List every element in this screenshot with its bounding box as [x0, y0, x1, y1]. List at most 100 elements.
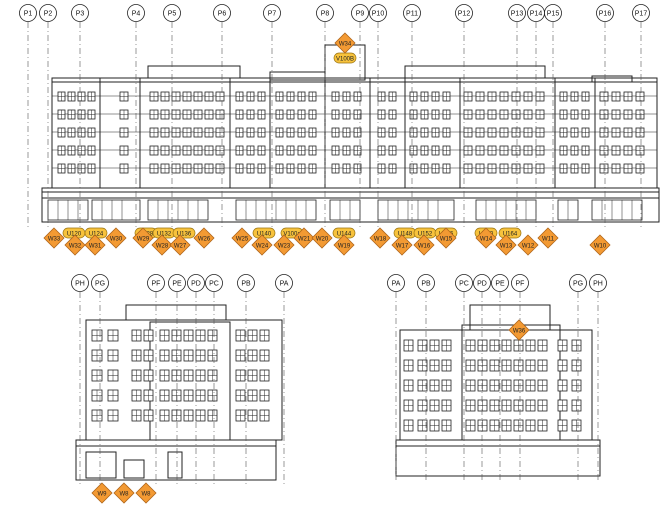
grid-bubble-right-pg: PG [569, 274, 587, 292]
grid-bubble-label: P7 [268, 11, 277, 18]
diamond-tag-label: W13 [500, 243, 513, 249]
diamond-tag: W20 [311, 227, 333, 249]
diamond-tag-label: W10 [594, 243, 607, 249]
grid-bubble-p12: P12 [455, 4, 473, 22]
diamond-tag: W16 [413, 234, 435, 256]
pill-tag-roof: V100B [333, 52, 357, 64]
grid-bubble-p17: P17 [632, 4, 650, 22]
grid-bubble-label: P3 [76, 11, 85, 18]
diamond-tag: W30 [105, 227, 127, 249]
grid-bubble-p4: P4 [127, 4, 145, 22]
grid-bubble-label: PC [459, 281, 469, 288]
grid-bubble-label: PH [75, 281, 85, 288]
grid-bubble-label: PF [516, 281, 525, 288]
pill-label: V100a [283, 231, 301, 237]
grid-bubble-label: PB [241, 281, 251, 288]
diamond-tag: W27 [169, 234, 191, 256]
grid-bubble-p3: P3 [71, 4, 89, 22]
grid-bubble-left-pd: PD [187, 274, 205, 292]
grid-bubble-p10: P10 [369, 4, 387, 22]
diamond-tag: W10 [589, 234, 611, 256]
grid-bubble-p15: P15 [544, 4, 562, 22]
grid-bubble-label: PE [495, 281, 505, 288]
grid-bubble-right-pd: PD [473, 274, 491, 292]
pill-label: U136 [177, 231, 192, 237]
grid-bubble-label: PE [172, 281, 182, 288]
diamond-tag: W13 [495, 234, 517, 256]
diamond-tag-label: W16 [418, 243, 431, 249]
diamond-tag-label: W32 [69, 243, 82, 249]
grid-bubble-p6: P6 [213, 4, 231, 22]
pill-label: U152 [418, 231, 433, 237]
diamond-tag-label: W14 [480, 236, 493, 242]
grid-bubble-p7: P7 [263, 4, 281, 22]
diamond-tag: W28 [151, 234, 173, 256]
pill-tag: U164 [498, 227, 522, 239]
pill-tags: V100BU120U124U128U132U136U140V100aU144U1… [62, 52, 522, 239]
diamond-tag-label: W17 [396, 243, 409, 249]
grid-bubble-right-pf: PF [511, 274, 529, 292]
pill-label: U120 [67, 231, 82, 237]
diamond-tag-label: W33 [48, 236, 61, 242]
diamond-tag-roof: W34 [334, 32, 356, 54]
grid-bubble-left-pg: PG [91, 274, 109, 292]
diamond-tag-label: W26 [198, 236, 211, 242]
diamond-tag-label: W12 [522, 243, 535, 249]
grid-bubble-p8: P8 [316, 4, 334, 22]
diamond-tag-label: W31 [89, 243, 102, 249]
grid-bubble-p13: P13 [508, 4, 526, 22]
diamond-tag: W15 [435, 227, 457, 249]
diamond-tag: W32 [64, 234, 86, 256]
pill-tag: U136 [172, 227, 196, 239]
pill-label: U124 [89, 231, 104, 237]
grid-bubble-label: PG [95, 281, 105, 288]
grid-bubble-p1: P1 [19, 4, 37, 22]
grid-bubble-label: P9 [356, 11, 365, 18]
grid-bubble-label: P17 [635, 11, 648, 18]
diamond-tag: W11 [537, 227, 559, 249]
grid-bubble-right-pb: PB [417, 274, 435, 292]
pill-label: U140 [257, 231, 272, 237]
diamond-tag-right-roof: W36 [508, 319, 530, 341]
grid-bubble-label: P15 [547, 11, 560, 18]
grid-bubble-label: P1 [24, 11, 33, 18]
diamond-tag-label: W8 [142, 491, 152, 497]
diamond-tag: W26 [193, 227, 215, 249]
diamond-tag-label: W27 [174, 243, 187, 249]
diamond-tag-label: W36 [513, 328, 526, 334]
grid-bubble-label: PB [421, 281, 431, 288]
pill-label: V100B [336, 56, 354, 62]
grid-lines [27, 22, 642, 485]
grid-bubble-p14: P14 [527, 4, 545, 22]
diamond-tag: W29 [132, 227, 154, 249]
pill-label: U148 [398, 231, 413, 237]
grid-bubble-p2: P2 [39, 4, 57, 22]
grid-bubble-label: PH [593, 281, 603, 288]
diamond-tag: W31 [84, 234, 106, 256]
diamond-tag-label: W23 [278, 243, 291, 249]
grid-bubble-p16: P16 [596, 4, 614, 22]
grid-bubble-label: P4 [132, 11, 141, 18]
grid-bubble-label: PF [152, 281, 161, 288]
diamond-tag: W12 [517, 234, 539, 256]
grid-bubble-left-pa: PA [275, 274, 293, 292]
grid-bubble-p11: P11 [403, 4, 421, 22]
grid-bubble-label: PD [477, 281, 487, 288]
grid-bubble-label: P11 [406, 11, 418, 18]
pill-label: U164 [503, 231, 518, 237]
diamond-tag-left: W9 [91, 482, 113, 504]
diamond-tag: W33 [43, 227, 65, 249]
grid-bubble-left-pf: PF [147, 274, 165, 292]
diamond-tag-label: W8 [120, 491, 130, 497]
grid-bubble-right-pa: PA [387, 274, 405, 292]
diamond-tag-label: W18 [374, 236, 387, 242]
diamond-tag-label: W24 [256, 243, 269, 249]
grid-bubble-label: PA [280, 281, 289, 288]
grid-bubble-p5: P5 [163, 4, 181, 22]
grid-bubble-label: P14 [530, 11, 543, 18]
grid-bubble-left-pe: PE [168, 274, 186, 292]
